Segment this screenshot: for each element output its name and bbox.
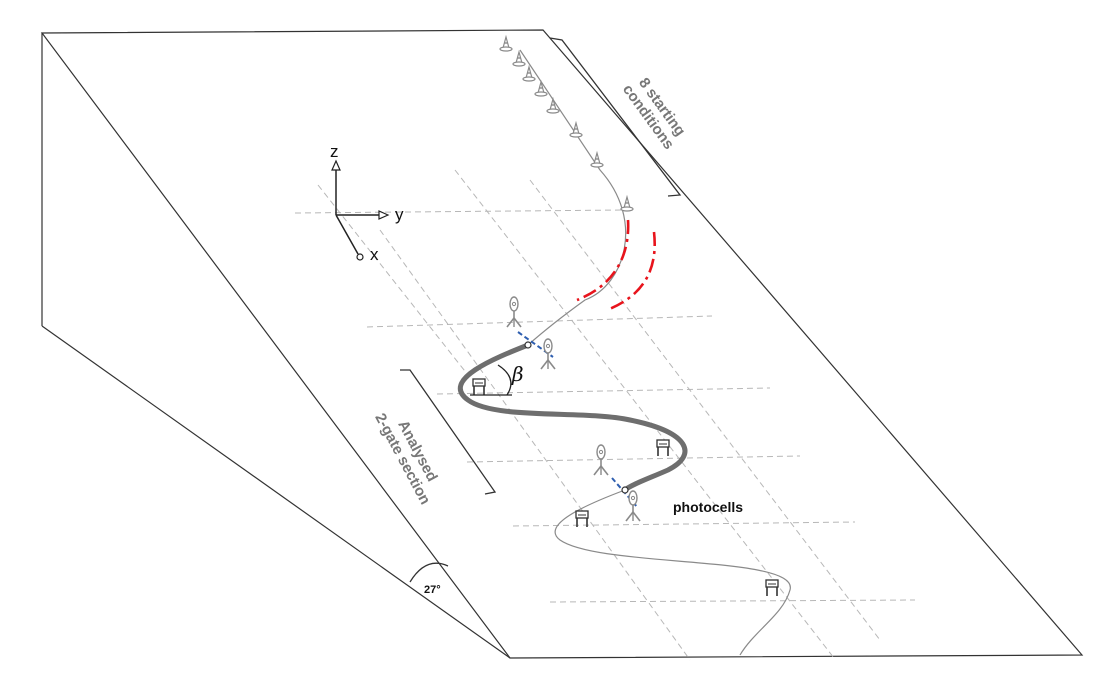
- slope-frame: [40, 29, 1084, 659]
- gate-icon: [765, 579, 779, 597]
- cone-icon: [534, 81, 548, 97]
- slope-angle-label: 27°: [424, 584, 441, 596]
- photocell-icon: [625, 490, 641, 522]
- trajectory-analysed-section: [457, 342, 688, 493]
- x-axis-label: x: [370, 245, 379, 264]
- photocell-icon: [540, 338, 556, 370]
- analysed-section-bracket: [400, 369, 497, 495]
- z-axis-label: z: [330, 142, 339, 161]
- cone-icon: [499, 36, 513, 52]
- photocells-label: photocells: [673, 499, 743, 515]
- gate-icon: [656, 439, 670, 457]
- entry-line-outer: [606, 231, 656, 312]
- wedge-base-edge: [41, 325, 511, 659]
- coordinate-axes: z y x: [330, 142, 404, 264]
- starting-conditions-bracket: [549, 37, 682, 197]
- photocell-crossing-upper: [524, 341, 532, 349]
- starting-cones: [499, 36, 634, 212]
- slope-surface: [40, 29, 1084, 659]
- photocell-icon: [593, 444, 609, 476]
- beta-label: β: [511, 362, 524, 386]
- gate-icon: [575, 510, 589, 528]
- slope-grid: [294, 169, 916, 661]
- cone-icon: [620, 196, 634, 212]
- trajectory-upper: [519, 49, 627, 346]
- y-axis-label: y: [395, 205, 404, 224]
- photocell-crossing-lower: [621, 486, 629, 494]
- slope-angle-arc: [409, 562, 449, 583]
- trajectory-lower: [554, 489, 791, 656]
- beta-angle-arc: [497, 364, 512, 396]
- entry-line-inner: [576, 219, 630, 302]
- cone-icon: [569, 122, 583, 138]
- gate-icon: [472, 378, 486, 396]
